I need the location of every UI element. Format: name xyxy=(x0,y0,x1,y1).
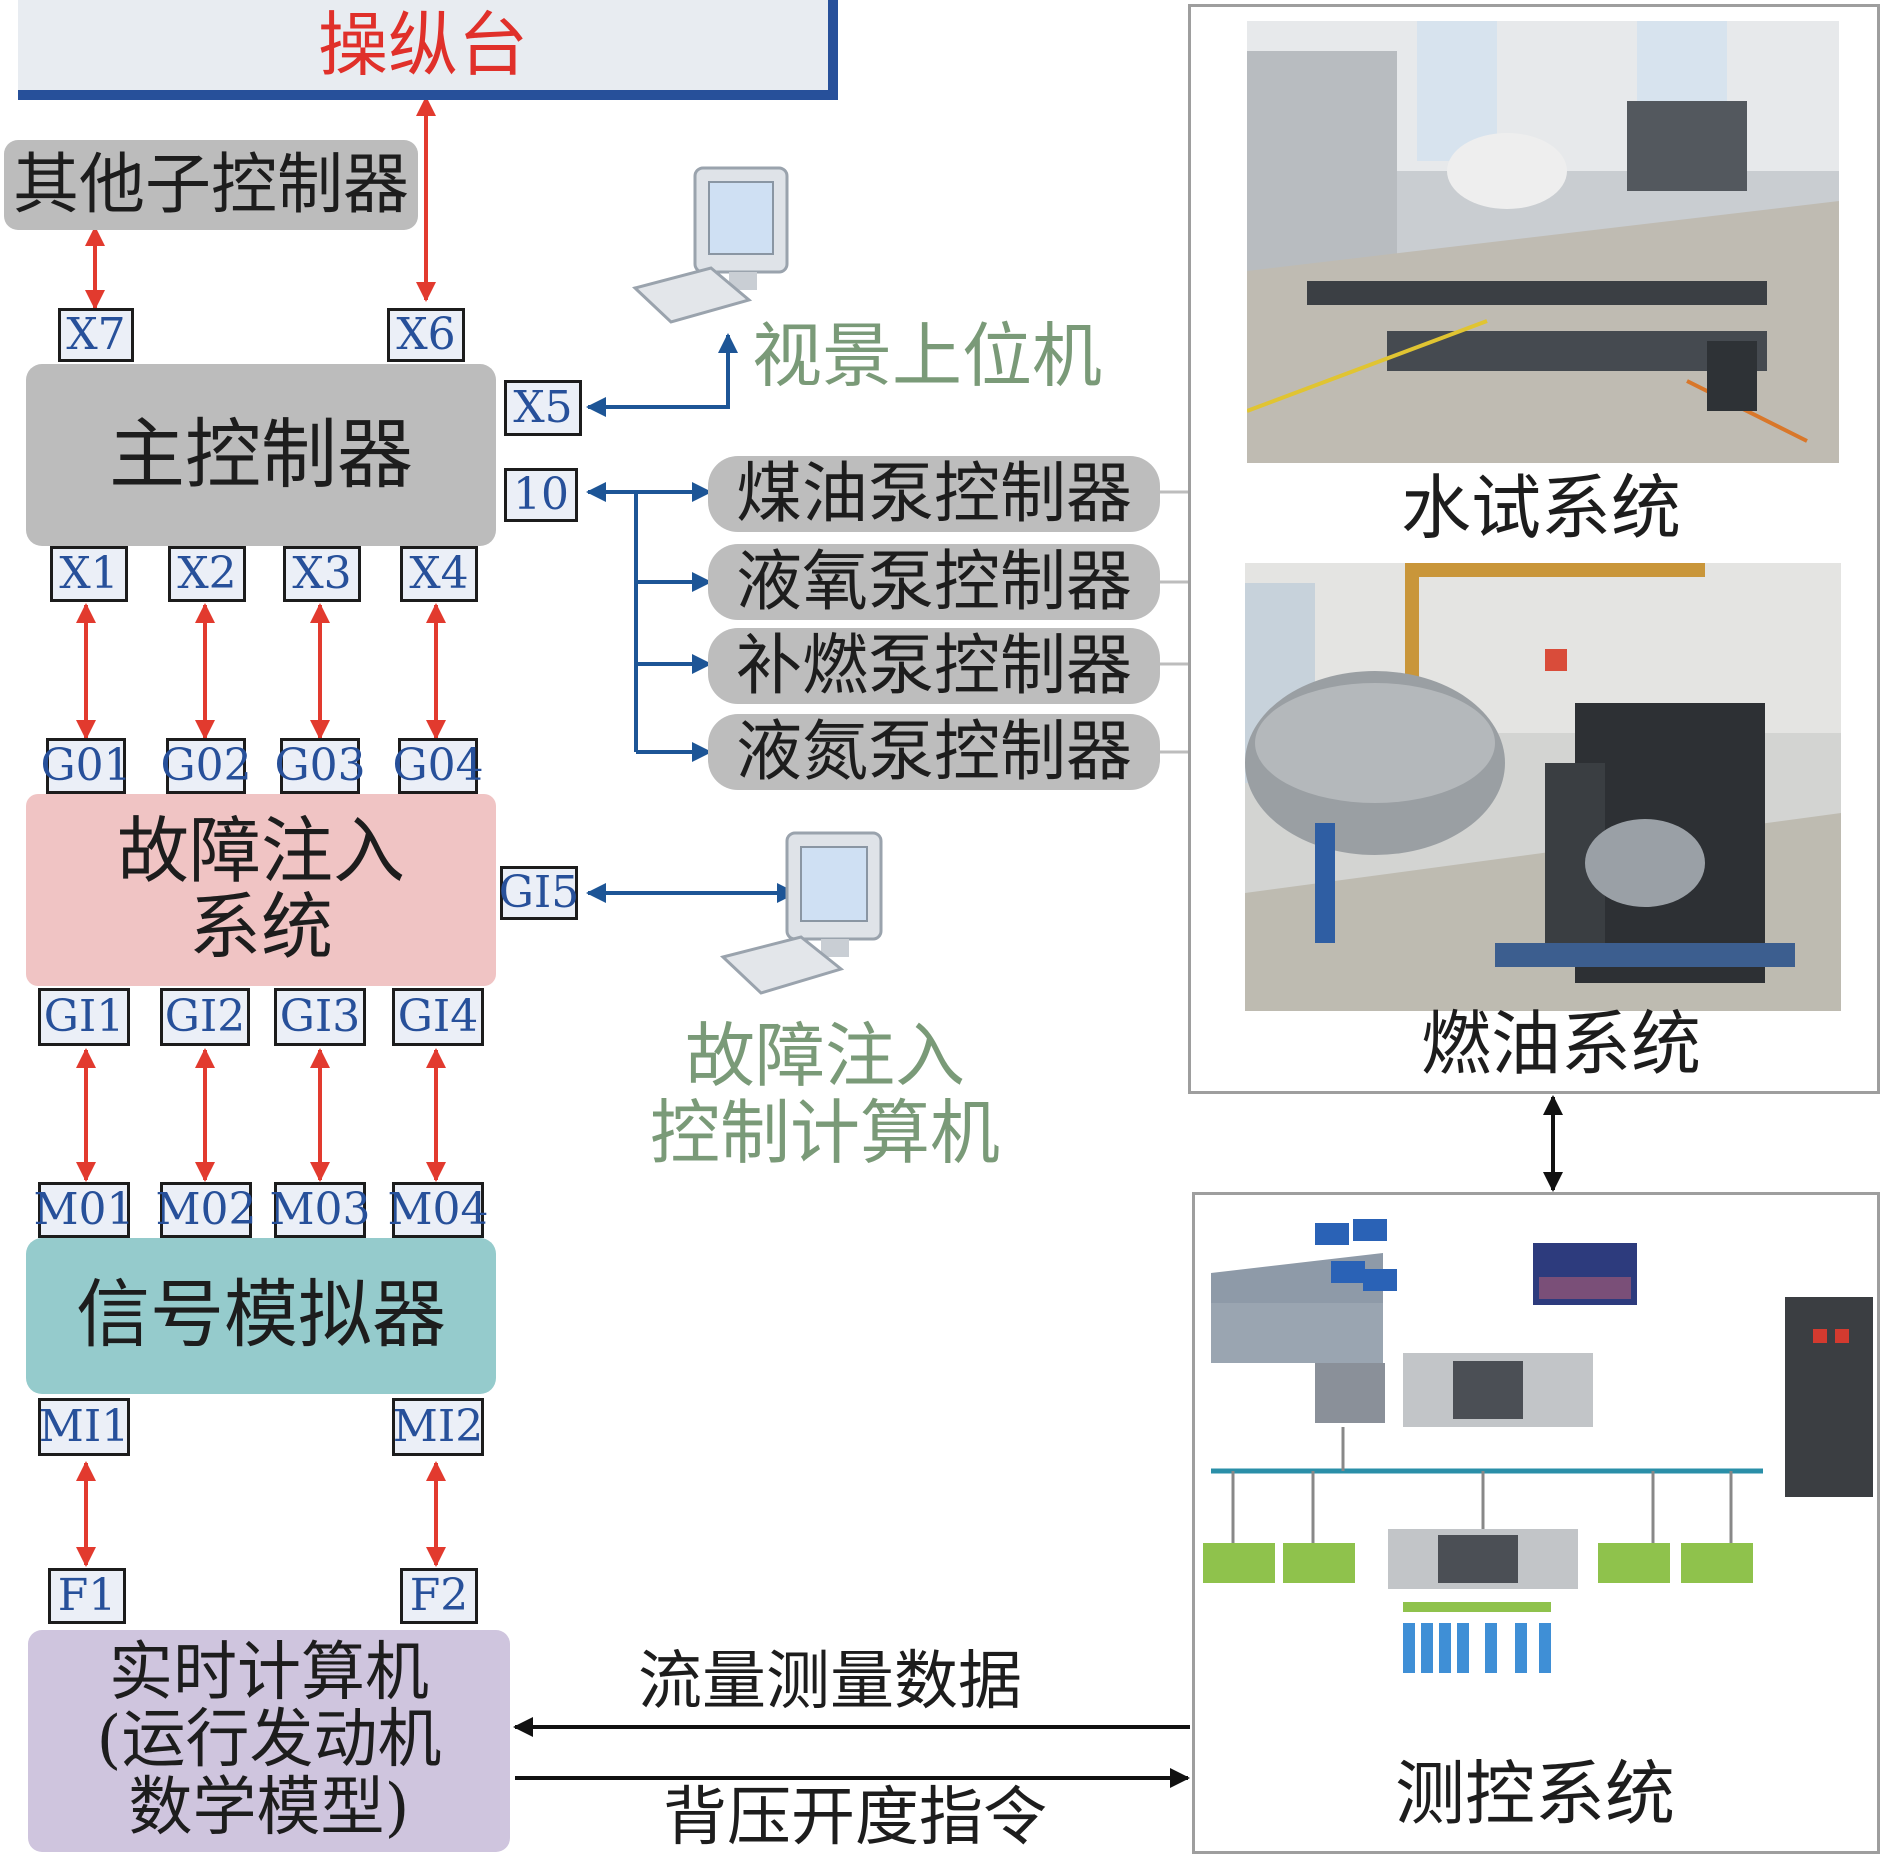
port-g03: G03 xyxy=(274,738,366,794)
flow-data-label: 流量测量数据 xyxy=(638,1645,1022,1719)
realtime-computer-block: 实时计算机 (运行发动机 数学模型) xyxy=(28,1630,510,1852)
ln2-pump-controller-label: 液氮泵控制器 xyxy=(736,713,1132,791)
signal-simulator-block: 信号模拟器 xyxy=(26,1238,496,1394)
port-gi1: GI1 xyxy=(38,988,130,1046)
fuel-system-photo xyxy=(1245,563,1841,1011)
kerosene-pump-controller-label: 煤油泵控制器 xyxy=(736,455,1132,533)
afterburn-pump-controller: 补燃泵控制器 xyxy=(708,628,1160,704)
lox-pump-controller: 液氧泵控制器 xyxy=(708,544,1160,620)
fault-injection-computer-label: 故障注入 控制计算机 xyxy=(630,1015,1020,1172)
port-f2: F2 xyxy=(400,1568,478,1624)
back-pressure-label: 背压开度指令 xyxy=(663,1781,1047,1855)
port-x4: X4 xyxy=(400,546,478,602)
measure-control-label: 测控系统 xyxy=(1395,1753,1675,1835)
other-sub-controllers-block: 其他子控制器 xyxy=(4,140,418,230)
main-controller-label: 主控制器 xyxy=(109,410,413,500)
fault-pc-line2: 控制计算机 xyxy=(650,1092,1000,1174)
afterburn-pump-controller-label: 补燃泵控制器 xyxy=(736,627,1132,705)
port-gi4: GI4 xyxy=(392,988,484,1046)
measure-control-diagram xyxy=(1203,1203,1873,1743)
signal-simulator-label: 信号模拟器 xyxy=(76,1272,446,1359)
visual-host-computer-icon xyxy=(625,160,815,330)
test-systems-frame: 水试系统 燃油系统 xyxy=(1188,4,1880,1094)
fault-pc-line1: 故障注入 xyxy=(685,1015,965,1097)
port-x5: X5 xyxy=(504,380,582,436)
port-x7: X7 xyxy=(58,308,134,362)
port-g04: G04 xyxy=(392,738,484,794)
fuel-system-label: 燃油系统 xyxy=(1421,1003,1701,1085)
port-m02: M02 xyxy=(155,1182,257,1238)
port-x2: X2 xyxy=(168,546,246,602)
port-mi1: MI1 xyxy=(38,1398,130,1456)
port-g02: G02 xyxy=(160,738,252,794)
fault-injection-line1: 故障注入 xyxy=(116,809,405,894)
port-mi2: MI2 xyxy=(392,1398,484,1456)
port-m01: M01 xyxy=(33,1182,135,1238)
fault-injection-line2: 系统 xyxy=(188,885,333,969)
port-gi3: GI3 xyxy=(274,988,366,1046)
measure-control-frame: 测控系统 xyxy=(1192,1192,1880,1854)
port-gi2: GI2 xyxy=(160,988,250,1046)
water-test-label: 水试系统 xyxy=(1401,467,1681,549)
port-gi5: GI5 xyxy=(498,866,580,920)
realtime-line2: (运行发动机 xyxy=(96,1703,442,1778)
realtime-line3: 数学模型) xyxy=(128,1770,410,1845)
console-bar: 操纵台 xyxy=(18,0,838,100)
realtime-line1: 实时计算机 xyxy=(109,1636,429,1711)
kerosene-pump-controller: 煤油泵控制器 xyxy=(708,456,1160,532)
other-sub-controllers-label: 其他子控制器 xyxy=(13,146,409,224)
arrow-x5-visual-host xyxy=(586,333,738,417)
console-label: 操纵台 xyxy=(318,4,528,86)
port-m03: M03 xyxy=(269,1182,371,1238)
fault-injection-system-block: 故障注入 系统 xyxy=(26,794,496,986)
port-f1: F1 xyxy=(48,1568,126,1624)
port-x1: X1 xyxy=(50,546,128,602)
port-10: 10 xyxy=(504,468,578,522)
port-g01: G01 xyxy=(40,738,132,794)
water-test-photo xyxy=(1247,21,1839,463)
lox-pump-controller-label: 液氧泵控制器 xyxy=(736,543,1132,621)
port-m04: M04 xyxy=(387,1182,489,1238)
visual-host-label: 视景上位机 xyxy=(752,315,1102,397)
fault-injection-computer-icon xyxy=(715,825,905,1000)
port-x3: X3 xyxy=(283,546,361,602)
port-x6: X6 xyxy=(387,308,465,362)
main-controller-block: 主控制器 xyxy=(26,364,496,546)
ln2-pump-controller: 液氮泵控制器 xyxy=(708,714,1160,790)
